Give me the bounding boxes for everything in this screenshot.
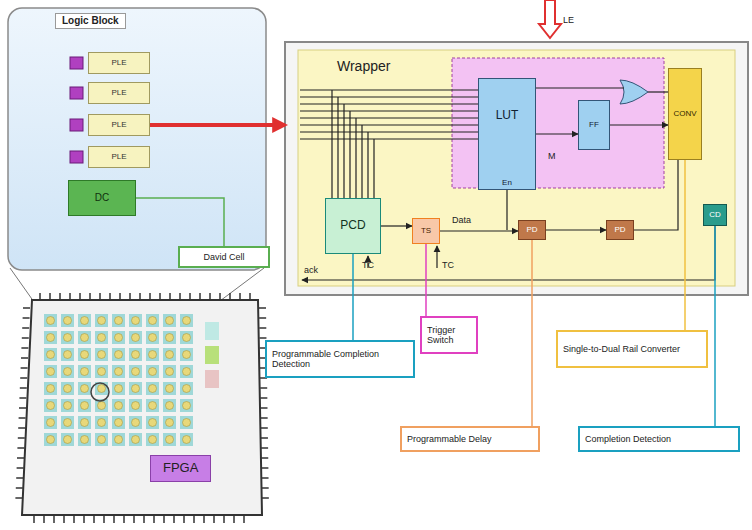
callout-box: Trigger Switch — [420, 316, 478, 354]
node-title: LUT — [496, 109, 519, 123]
logic-block-panel — [8, 8, 266, 270]
leader-line — [352, 254, 354, 340]
ple-input-squares — [70, 57, 83, 163]
david-cell-box: DC — [68, 180, 136, 216]
delay-box: PD — [518, 220, 546, 240]
callout-box: Programmable Delay — [400, 426, 540, 452]
node-title: PLE — [111, 58, 126, 67]
leader-line — [136, 198, 224, 246]
leader-line — [684, 160, 686, 330]
signal-wire — [440, 230, 518, 231]
wrapper-region — [298, 50, 735, 286]
signal-wire — [381, 225, 412, 226]
node-title: PD — [614, 225, 625, 234]
signal-name: LE — [563, 16, 574, 26]
wire — [536, 87, 624, 88]
node-title: Wrapper — [337, 58, 390, 74]
ple-box: PLE — [88, 52, 150, 74]
zoom-arrow — [150, 123, 285, 127]
node-title: DC — [95, 192, 109, 204]
ple-box: PLE — [88, 82, 150, 104]
converter-box: CONV — [668, 68, 702, 160]
node-title: PCD — [340, 219, 365, 233]
zoom-circle — [91, 383, 109, 401]
zoom-line — [10, 268, 92, 384]
signal-wire — [536, 133, 578, 134]
chip-color-square — [205, 322, 219, 340]
config-arrow — [539, 0, 561, 38]
trigger-switch-box: TS — [412, 218, 440, 244]
signal-name: Data — [452, 216, 471, 226]
chip-pins — [15, 293, 268, 523]
node-title: PLE — [111, 152, 126, 161]
delay-box: PD — [606, 220, 634, 240]
node-title: PLE — [111, 120, 126, 129]
wire — [634, 160, 678, 230]
node-title: TS — [421, 226, 431, 235]
leader-line — [531, 240, 533, 426]
or-gate — [620, 80, 648, 104]
node-title: Programmable Completion Detection — [272, 349, 408, 370]
node-title: PD — [526, 225, 537, 234]
callout-box: Programmable Completion Detection — [265, 340, 415, 378]
ple-box: PLE — [88, 114, 150, 136]
fpga-chip: FPGA — [15, 288, 267, 526]
leader-line — [714, 226, 716, 426]
completion-box: CD — [703, 204, 727, 226]
node-title: David Cell — [203, 252, 244, 262]
flip-flop-box: FF — [578, 100, 610, 150]
input-wires — [300, 90, 478, 198]
node-sub-label: En — [502, 178, 512, 187]
pcd-box: PCD — [325, 198, 381, 254]
tc-wire — [436, 246, 437, 268]
signal-name: ack — [304, 266, 318, 276]
node-title: PLE — [111, 88, 126, 97]
node-title: Trigger Switch — [427, 325, 471, 346]
enable-wire — [506, 190, 507, 230]
wrapper-box: WrapperLUT En FF PCD TS PD PD CONV CD — [285, 42, 748, 295]
wrapper-outer-box — [285, 42, 748, 295]
signal-name: TC — [362, 261, 374, 271]
fpga-chip-body — [22, 300, 262, 515]
callout-box: Single-to-Dual Rail Converter — [556, 330, 708, 368]
signal-wire — [610, 124, 668, 125]
chip-color-square — [205, 370, 219, 388]
node-title: Logic Block — [55, 13, 126, 29]
chip-color-square — [205, 346, 219, 364]
logic-block: Logic BlockPLE PLE PLE PLE DC — [8, 8, 266, 270]
node-title: Programmable Delay — [407, 434, 492, 444]
node-title: CD — [709, 210, 721, 219]
node-title: FPGA — [150, 455, 211, 482]
node-title: CONV — [673, 109, 696, 118]
node-title: Completion Detection — [585, 434, 671, 444]
signal-name: TC — [442, 261, 454, 271]
lut-box: LUT En — [478, 78, 536, 190]
leader-line — [425, 244, 427, 316]
callout-box: David Cell — [178, 246, 270, 268]
ple-box: PLE — [88, 146, 150, 168]
signal-wire — [546, 229, 606, 230]
mux-label: M — [548, 152, 556, 162]
chip-grid — [44, 314, 193, 446]
node-title: FF — [589, 120, 599, 129]
callout-box: Completion Detection — [578, 426, 740, 452]
node-title: Single-to-Dual Rail Converter — [563, 344, 680, 354]
